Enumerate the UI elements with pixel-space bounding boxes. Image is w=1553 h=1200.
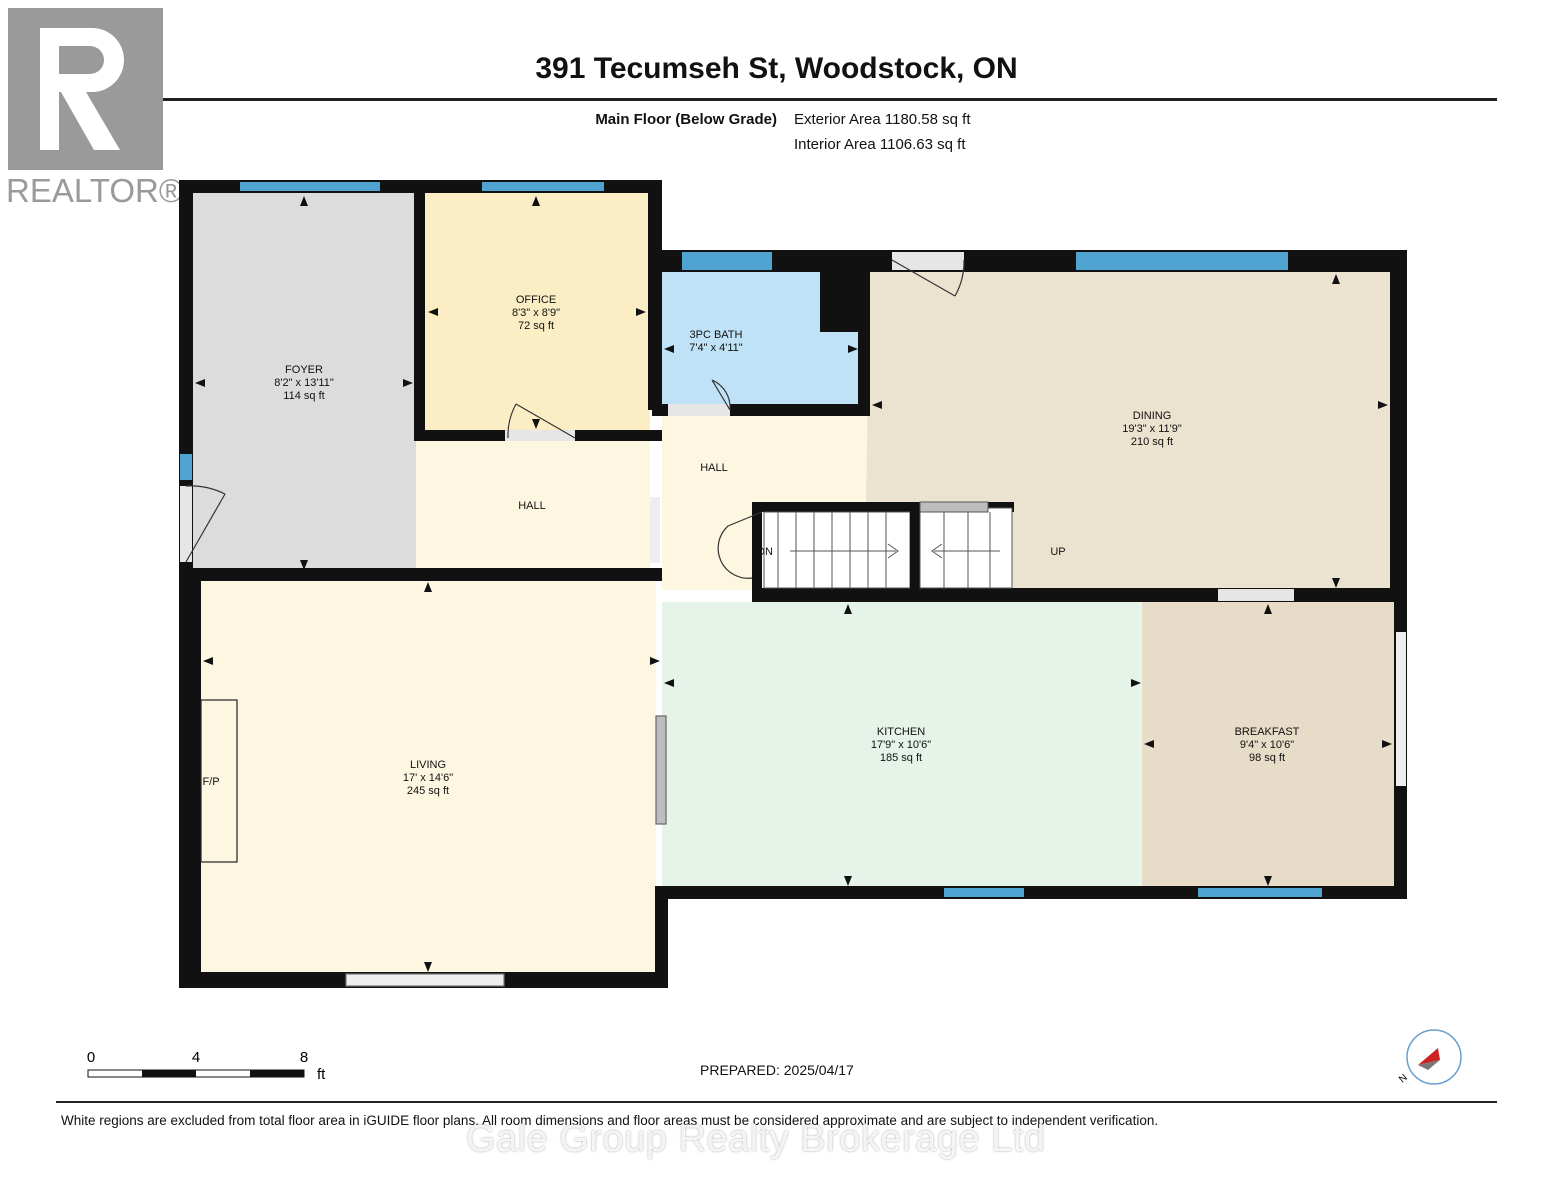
doors — [180, 252, 1406, 987]
room-breakfast-dims: 9'4" x 10'6" — [1240, 739, 1294, 751]
room-breakfast-fill — [1142, 602, 1396, 886]
room-living-fill — [200, 580, 656, 974]
room-bath-name: 3PC BATH — [690, 329, 743, 341]
room-office-dims: 8'3" x 8'9" — [512, 307, 560, 319]
room-living-dims: 17' x 14'6" — [403, 772, 453, 784]
scale-tick-0: 0 — [87, 1049, 95, 1066]
room-foyer-area: 114 sq ft — [283, 390, 324, 402]
page-title: 391 Tecumseh St, Woodstock, ON — [535, 52, 1018, 85]
disclaimer-text: White regions are excluded from total fl… — [61, 1113, 1159, 1128]
room-kitchen-dims: 17'9" x 10'6" — [871, 739, 931, 751]
stairs-up — [919, 501, 1013, 589]
room-bath-dims: 7'4" x 4'11" — [689, 342, 742, 354]
scale-bar: 0 4 8 ft — [87, 1049, 326, 1083]
room-foyer-name: FOYER — [285, 364, 323, 376]
scale-tick-4: 4 — [192, 1049, 200, 1066]
compass-icon: N — [1397, 1029, 1462, 1085]
room-hall-left-fill — [416, 440, 650, 571]
realtor-logo: REALTOR® — [6, 8, 183, 209]
room-dining: DINING 19'3" x 11'9" 210 sq ft — [1122, 410, 1182, 448]
room-breakfast-name: BREAKFAST — [1235, 726, 1300, 738]
room-dining-fill — [866, 270, 1390, 590]
room-bath: 3PC BATH 7'4" x 4'11" — [689, 329, 742, 354]
room-foyer: FOYER 8'2" x 13'11" 114 sq ft — [274, 364, 334, 402]
room-kitchen: KITCHEN 17'9" x 10'6" 185 sq ft — [871, 726, 931, 764]
room-breakfast-area: 98 sq ft — [1249, 752, 1285, 764]
room-dining-area: 210 sq ft — [1131, 436, 1173, 448]
scale-unit: ft — [317, 1066, 326, 1083]
room-office-fill — [424, 192, 650, 432]
room-kitchen-name: KITCHEN — [877, 726, 925, 738]
stairs-down — [763, 511, 911, 589]
room-foyer-dims: 8'2" x 13'11" — [274, 377, 334, 389]
room-foyer-fill — [192, 192, 416, 571]
room-hall-left-name: HALL — [518, 500, 546, 512]
fireplace-label: F/P — [202, 776, 219, 788]
interior-area: Interior Area 1106.63 sq ft — [794, 136, 966, 153]
room-bath-fill — [662, 272, 860, 406]
realtor-logo-text: REALTOR® — [6, 172, 183, 209]
watermark: Gale Group Realty Brokerage Ltd — [466, 1118, 1046, 1160]
room-breakfast: BREAKFAST 9'4" x 10'6" 98 sq ft — [1235, 726, 1300, 764]
header-divider — [56, 98, 1497, 101]
fireplace — [200, 699, 238, 863]
stairs-divider-wall — [910, 512, 920, 588]
windows — [180, 182, 1322, 897]
room-dining-dims: 19'3" x 11'9" — [1122, 423, 1182, 435]
stairs-down-label: DN — [757, 546, 773, 558]
room-kitchen-area: 185 sq ft — [880, 752, 922, 764]
floor-label: Main Floor (Below Grade) — [595, 111, 777, 128]
svg-text:N: N — [1397, 1072, 1410, 1085]
room-dining-name: DINING — [1133, 410, 1172, 422]
room-kitchen-fill — [662, 602, 1146, 886]
room-office-name: OFFICE — [516, 294, 556, 306]
scale-tick-8: 8 — [300, 1049, 308, 1066]
room-living-area: 245 sq ft — [407, 785, 449, 797]
stairs-up-label: UP — [1050, 546, 1065, 558]
footer-divider — [56, 1101, 1497, 1103]
dimension-arrows — [195, 196, 1392, 972]
room-living-name: LIVING — [410, 759, 446, 771]
prepared-date: PREPARED: 2025/04/17 — [700, 1062, 854, 1078]
exterior-area: Exterior Area 1180.58 sq ft — [794, 111, 971, 128]
room-hall-center-name: HALL — [700, 462, 728, 474]
room-living: LIVING 17' x 14'6" 245 sq ft — [403, 759, 453, 797]
room-office: OFFICE 8'3" x 8'9" 72 sq ft — [512, 294, 560, 332]
room-office-area: 72 sq ft — [518, 320, 554, 332]
